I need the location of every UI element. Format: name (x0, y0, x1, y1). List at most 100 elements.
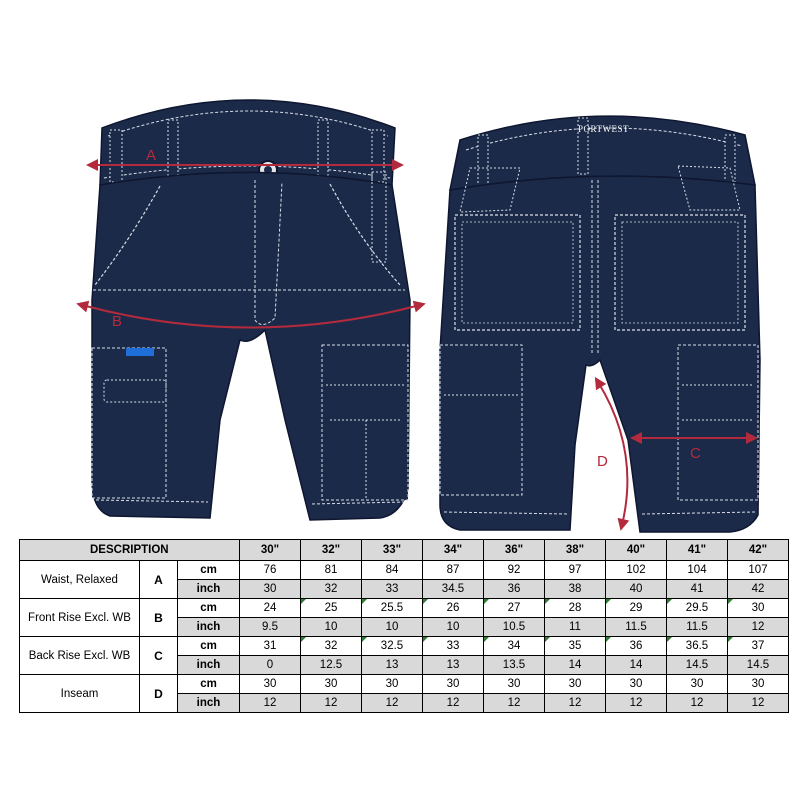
measurement-name: Front Rise Excl. WB (19, 598, 140, 637)
measurement-value: 12 (361, 693, 423, 713)
measurement-value: 12 (483, 693, 545, 713)
measurement-value: 92 (483, 560, 545, 580)
measurement-value: 10 (422, 617, 484, 637)
measurement-value: 30 (422, 674, 484, 694)
measurement-value: 10 (361, 617, 423, 637)
measurement-value: 81 (300, 560, 362, 580)
unit-label-cm: cm (177, 636, 240, 656)
measurement-code: A (139, 560, 178, 599)
measurement-value: 11 (544, 617, 606, 637)
measurement-value: 76 (239, 560, 301, 580)
unit-label-cm: cm (177, 674, 240, 694)
measurement-value: 102 (605, 560, 667, 580)
measurement-value: 30 (727, 598, 789, 618)
measurement-value: 30 (239, 674, 301, 694)
measurement-value: 40 (605, 579, 667, 599)
measurement-value: 14 (544, 655, 606, 675)
measurement-value: 42 (727, 579, 789, 599)
measurement-value: 12 (544, 693, 606, 713)
measurement-value: 29 (605, 598, 667, 618)
measurement-value: 26 (422, 598, 484, 618)
garment-illustration: A B PORTWEST Lon (76, 99, 761, 533)
measurement-value: 36 (605, 636, 667, 656)
measurement-value: 12 (605, 693, 667, 713)
measurement-value: 97 (544, 560, 606, 580)
measurement-value: 30 (483, 674, 545, 694)
measurement-value: 41 (666, 579, 728, 599)
dimension-label-d: D (597, 453, 608, 470)
measurement-value: 11.5 (666, 617, 728, 637)
measurement-value: 33 (361, 579, 423, 599)
measurement-value: 34.5 (422, 579, 484, 599)
measurement-value: 35 (544, 636, 606, 656)
size-header: 36" (483, 539, 545, 561)
measurement-value: 30 (727, 674, 789, 694)
measurement-value: 30 (239, 579, 301, 599)
measurement-value: 13 (422, 655, 484, 675)
unit-label-cm: cm (177, 560, 240, 580)
measurement-value: 0 (239, 655, 301, 675)
measurement-value: 9.5 (239, 617, 301, 637)
measurement-value: 38 (544, 579, 606, 599)
size-chart-table: DESCRIPTION 30" 32" 33" 34" 36" 38" 40" … (19, 539, 789, 713)
measurement-value: 14.5 (666, 655, 728, 675)
measurement-value: 36 (483, 579, 545, 599)
size-header: 42" (727, 539, 789, 561)
pocket-note: Lon (738, 370, 753, 380)
unit-label-cm: cm (177, 598, 240, 618)
size-header: 33" (361, 539, 423, 561)
measurement-value: 12 (239, 693, 301, 713)
measurement-value: 12.5 (300, 655, 362, 675)
measurement-name: Inseam (19, 674, 140, 713)
measurement-value: 33 (422, 636, 484, 656)
measurement-value: 27 (483, 598, 545, 618)
measurement-value: 32 (300, 579, 362, 599)
measurement-value: 36.5 (666, 636, 728, 656)
size-header: 41" (666, 539, 728, 561)
size-header: 38" (544, 539, 606, 561)
size-header: 30" (239, 539, 301, 561)
measurement-name: Waist, Relaxed (19, 560, 140, 599)
measurement-value: 14 (605, 655, 667, 675)
measurement-value: 30 (361, 674, 423, 694)
size-header: 40" (605, 539, 667, 561)
measurement-value: 12 (727, 617, 789, 637)
dimension-label-c: C (690, 445, 701, 462)
measurement-value: 37 (727, 636, 789, 656)
measurement-value: 32.5 (361, 636, 423, 656)
size-header: 34" (422, 539, 484, 561)
size-header: 32" (300, 539, 362, 561)
measurement-value: 12 (300, 693, 362, 713)
measurement-value: 11.5 (605, 617, 667, 637)
unit-label-inch: inch (177, 693, 240, 713)
measurement-value: 30 (666, 674, 728, 694)
measurement-value: 30 (544, 674, 606, 694)
dimension-label-b: B (112, 313, 122, 330)
back-view: PORTWEST Lon D C (439, 115, 761, 533)
measurement-value: 32 (300, 636, 362, 656)
measurement-value: 104 (666, 560, 728, 580)
measurement-value: 13.5 (483, 655, 545, 675)
measurement-value: 107 (727, 560, 789, 580)
measurement-value: 25 (300, 598, 362, 618)
measurement-value: 30 (605, 674, 667, 694)
dimension-label-a: A (146, 147, 156, 164)
unit-label-inch: inch (177, 617, 240, 637)
measurement-name: Back Rise Excl. WB (19, 636, 140, 675)
unit-label-inch: inch (177, 579, 240, 599)
measurement-value: 14.5 (727, 655, 789, 675)
measurement-value: 29.5 (666, 598, 728, 618)
description-header: DESCRIPTION (19, 539, 240, 561)
measurement-code: D (139, 674, 178, 713)
measurement-value: 12 (422, 693, 484, 713)
unit-label-inch: inch (177, 655, 240, 675)
front-view: A B (76, 99, 426, 521)
measurement-value: 31 (239, 636, 301, 656)
measurement-value: 24 (239, 598, 301, 618)
